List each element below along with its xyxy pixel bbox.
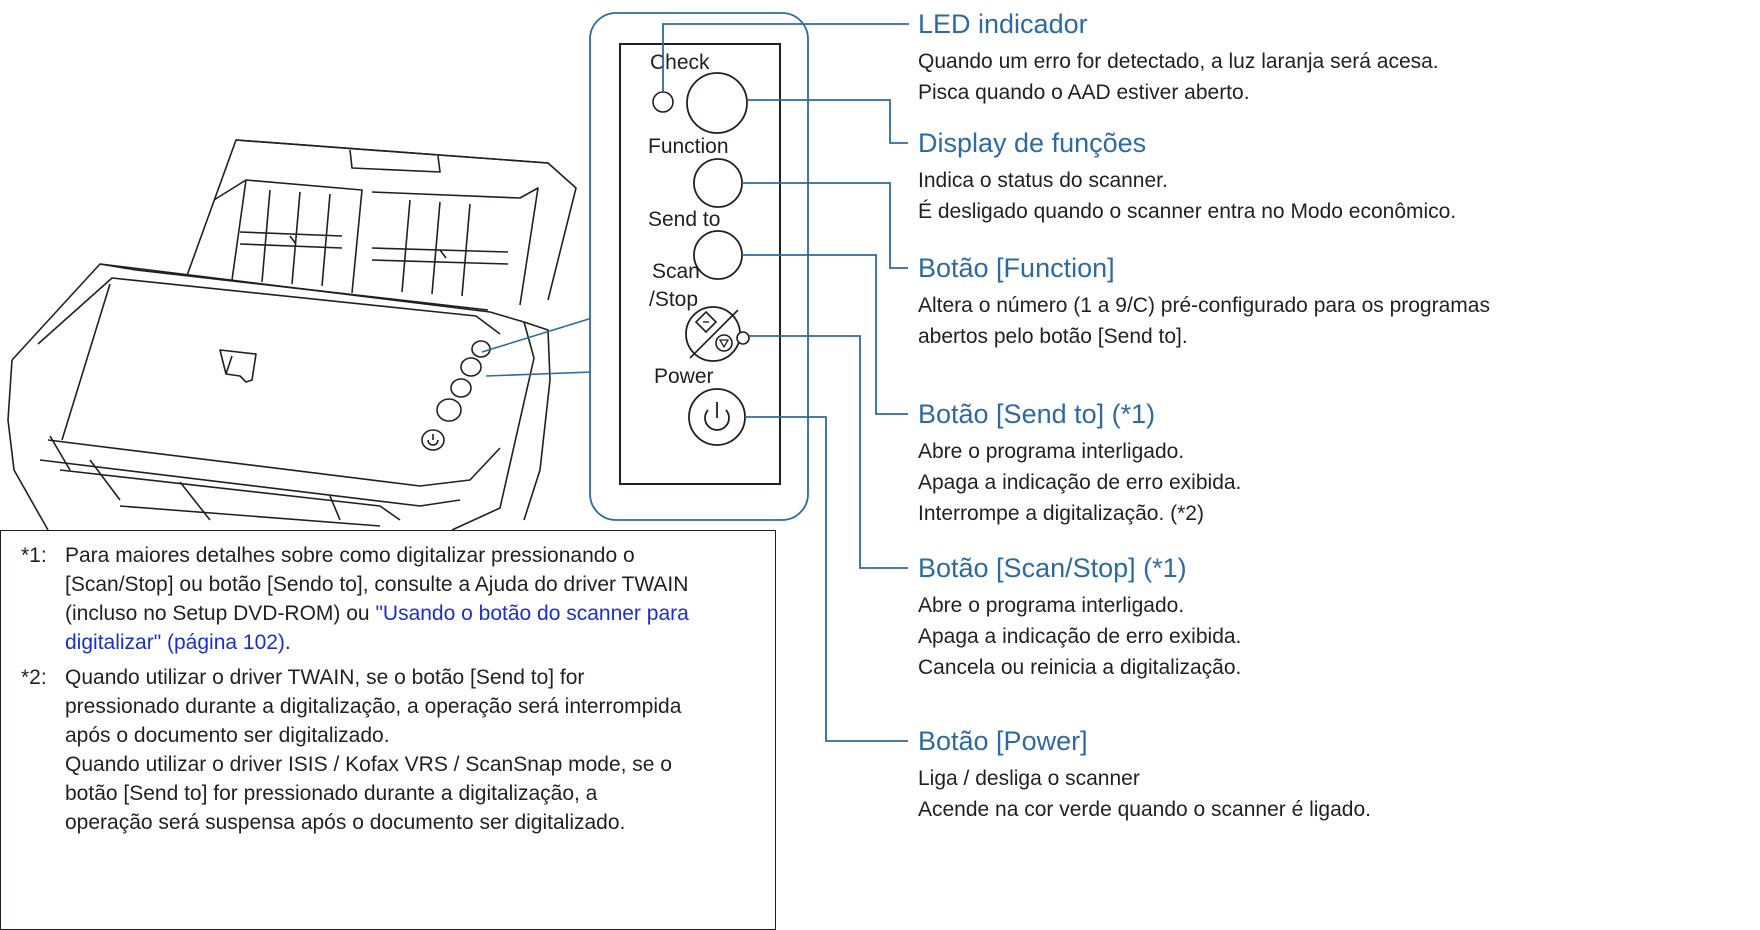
send-to-button — [693, 230, 743, 280]
footnote-1: *1: Para maiores detalhes sobre como dig… — [21, 541, 761, 657]
callout-description: Altera o número (1 a 9/C) pré-configurad… — [918, 290, 1490, 352]
footnote-line: Quando utilizar o driver ISIS / Kofax VR… — [65, 753, 672, 776]
callout-description: Indica o status do scanner. É desligado … — [918, 165, 1456, 227]
footnote-text: (incluso no Setup DVD-ROM) ou — [65, 602, 376, 625]
label-send-to: Send to — [648, 208, 720, 231]
callout-function-button: Botão [Function] Altera o número (1 a 9/… — [918, 252, 1490, 352]
description-line: Apaga a indicação de erro exibida. — [918, 471, 1242, 494]
description-line: É desligado quando o scanner entra no Mo… — [918, 200, 1457, 223]
callout-description: Liga / desliga o scanner Acende na cor v… — [918, 763, 1371, 825]
description-line: Altera o número (1 a 9/C) pré-configurad… — [918, 294, 1490, 317]
footnote-line: (incluso no Setup DVD-ROM) ou "Usando o … — [65, 599, 761, 628]
description-line: Interrompe a digitalização. (*2) — [918, 502, 1204, 525]
callout-title: LED indicador — [918, 9, 1088, 39]
label-stop: /Stop — [649, 288, 698, 311]
footnotes-box: *1: Para maiores detalhes sobre como dig… — [0, 530, 776, 930]
page-102-link-continued[interactable]: digitalizar" (página 102) — [65, 631, 285, 654]
footnote-line: digitalizar" (página 102). — [65, 628, 761, 657]
label-scan: Scan — [652, 260, 700, 283]
footnote-line: Para maiores detalhes sobre como digital… — [65, 544, 635, 567]
description-line: Apaga a indicação de erro exibida. — [918, 625, 1242, 648]
callout-description: Abre o programa interligado. Apaga a ind… — [918, 590, 1241, 683]
description-line: Indica o status do scanner. — [918, 169, 1168, 192]
footnote-line: após o documento ser digitalizado. — [65, 724, 390, 747]
check-led-icon — [652, 91, 674, 113]
callout-power-button: Botão [Power] Liga / desliga o scanner A… — [918, 725, 1371, 825]
scanner-drawing — [7, 139, 577, 531]
footnote-line: [Scan/Stop] ou botão [Sendo to], consult… — [65, 573, 689, 596]
power-button — [688, 388, 746, 446]
callout-description: Abre o programa interligado. Apaga a ind… — [918, 436, 1241, 529]
callout-title: Botão [Power] — [918, 726, 1088, 756]
footnote-text: . — [284, 631, 291, 654]
function-button — [693, 158, 743, 208]
page-102-link[interactable]: "Usando o botão do scanner para — [375, 602, 689, 625]
footnote-number: *2: — [21, 666, 47, 689]
label-power: Power — [654, 365, 714, 388]
leader-lines — [662, 23, 909, 742]
footnote-line: operação será suspensa após o documento … — [65, 811, 626, 834]
description-line: Pisca quando o AAD estiver aberto. — [918, 81, 1250, 104]
callout-send-to-button: Botão [Send to] (*1) Abre o programa int… — [918, 398, 1241, 529]
callout-function-display: Display de funções Indica o status do sc… — [918, 127, 1456, 227]
footnote-2: *2: Quando utilizar o driver TWAIN, se o… — [21, 663, 761, 837]
footnote-number: *1: — [21, 544, 47, 567]
footnote-line: Quando utilizar o driver TWAIN, se o bot… — [65, 666, 585, 689]
function-display — [686, 72, 748, 134]
callout-title: Display de funções — [918, 128, 1147, 158]
description-line: Quando um erro for detectado, a luz lara… — [918, 50, 1439, 73]
description-line: abertos pelo botão [Send to]. — [918, 325, 1188, 348]
description-line: Abre o programa interligado. — [918, 594, 1185, 617]
label-function: Function — [648, 135, 729, 158]
callout-title: Botão [Scan/Stop] (*1) — [918, 553, 1187, 583]
callout-led-indicator: LED indicador Quando um erro for detecta… — [918, 8, 1439, 108]
description-line: Liga / desliga o scanner — [918, 767, 1140, 790]
description-line: Abre o programa interligado. — [918, 440, 1185, 463]
footnote-line: pressionado durante a digitalização, a o… — [65, 695, 682, 718]
callout-scan-stop-button: Botão [Scan/Stop] (*1) Abre o programa i… — [918, 552, 1241, 683]
description-line: Cancela ou reinicia a digitalização. — [918, 656, 1242, 679]
footnote-line: botão [Send to] for pressionado durante … — [65, 782, 598, 805]
scan-stop-button — [685, 306, 750, 362]
callout-title: Botão [Function] — [918, 253, 1115, 283]
label-check: Check — [650, 51, 710, 74]
callout-description: Quando um erro for detectado, a luz lara… — [918, 46, 1439, 108]
description-line: Acende na cor verde quando o scanner é l… — [918, 798, 1371, 821]
callout-title: Botão [Send to] (*1) — [918, 399, 1156, 429]
